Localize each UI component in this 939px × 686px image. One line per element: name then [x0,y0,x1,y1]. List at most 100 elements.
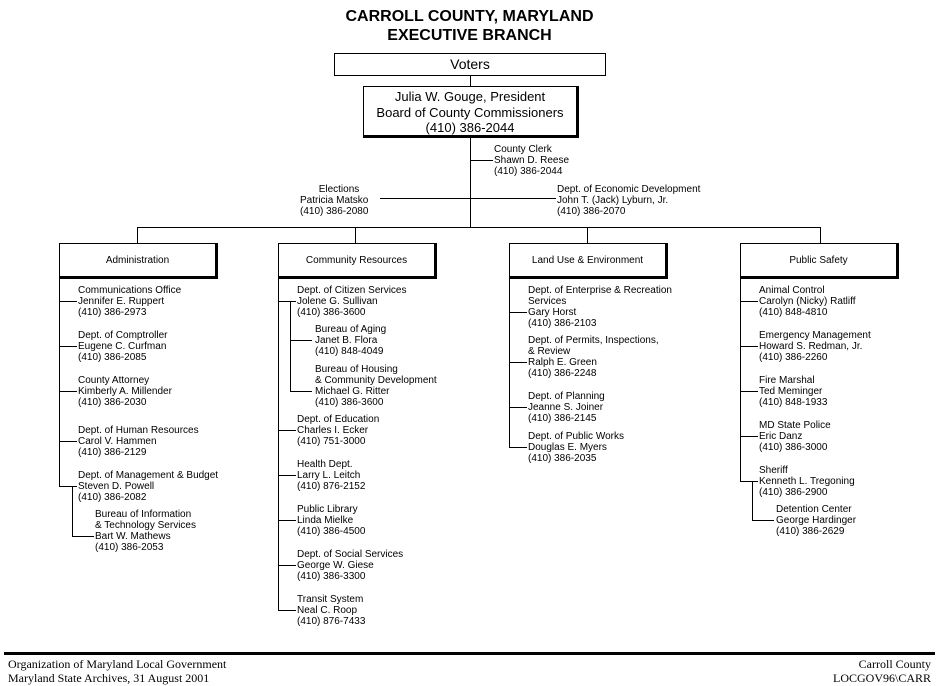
division-box-land-use: Land Use & Environment [509,243,668,279]
sub-spine [72,486,73,536]
list-item: Dept. of Public Works Douglas E. Myers (… [528,431,624,464]
connector-line [509,407,527,408]
entry-name: Neal C. Roop [297,605,358,616]
entry-title: Dept. of Permits, Inspections, [528,335,659,346]
list-item: Dept. of Social Services George W. Giese… [297,549,403,582]
connector-line [278,301,296,302]
entry-title: Elections [318,184,360,195]
entry-title: Dept. of Citizen Services [297,285,407,296]
footer-right-line1: Carroll County [858,657,931,671]
connector-line [290,340,312,341]
entry-title: Dept. of Public Works [528,431,624,442]
entry-name: Kenneth L. Tregoning [759,476,855,487]
entry-name: Gary Horst [528,307,577,318]
entry-name: George Hardinger [776,515,857,526]
connector-line [470,160,493,161]
connector-line [59,346,77,347]
entry-name: Larry L. Leitch [297,470,361,481]
list-item: Health Dept. Larry L. Leitch (410) 876-2… [297,459,365,492]
list-item: Sheriff Kenneth L. Tregoning (410) 386-2… [759,465,855,498]
connector-line [752,520,774,521]
list-item: Bureau of Housing & Community Developmen… [315,364,437,408]
division-bus-line [137,227,820,228]
entry-phone: (410) 386-2973 [78,307,147,318]
entry-name: Steven D. Powell [78,481,155,492]
column-spine [59,279,60,487]
entry-phone: (410) 386-3000 [759,442,828,453]
entry-name: Janet B. Flora [315,335,378,346]
entry-phone: (410) 848-4049 [315,346,384,357]
entry-name: Ted Meminger [759,386,823,397]
connector-line [278,610,296,611]
entry-title: Bureau of Aging [315,324,387,335]
connector-line [59,486,77,487]
entry-name: Shawn D. Reese [494,155,570,166]
commissioners-box: Julia W. Gouge, President Board of Count… [363,86,579,138]
connector-line [59,301,77,302]
list-item: Public Library Linda Mielke (410) 386-45… [297,504,365,537]
entry-name: Jolene G. Sullivan [297,296,378,307]
list-item: Dept. of Human Resources Carol V. Hammen… [78,425,199,458]
entry-phone: (410) 386-2082 [78,492,147,503]
connector-line [278,520,296,521]
sub-spine [752,481,753,520]
list-item: Emergency Management Howard S. Redman, J… [759,330,871,363]
entry-title: Dept. of Management & Budget [78,470,219,481]
connector-line [137,227,138,243]
footer-right: Carroll County LOCGOV96\CARR [833,657,931,685]
entry-name: Patricia Matsko [300,195,369,206]
entry-name: Kimberly A. Millender [78,386,172,397]
county-clerk-entry: County Clerk Shawn D. Reese (410) 386-20… [494,144,569,177]
division-label: Administration [105,255,170,266]
column-spine [509,279,510,447]
connector-line [740,436,758,437]
list-item: Dept. of Citizen Services Jolene G. Sull… [297,285,407,318]
division-box-public-safety: Public Safety [740,243,899,279]
entry-title: Health Dept. [297,459,353,470]
chart-subtitle: EXECUTIVE BRANCH [387,27,552,44]
entry-phone: (410) 386-2629 [776,526,845,537]
commissioners-board: Board of County Commissioners [376,104,564,120]
connector-line [278,475,296,476]
entry-title: Dept. of Human Resources [78,425,199,436]
entry-title: Dept. of Education [297,414,380,425]
connector-line [740,481,758,482]
voters-label: Voters [450,56,490,72]
entry-name: Jeanne S. Joiner [528,402,604,413]
entry-phone: (410) 386-2248 [528,368,597,379]
footer-left-line2: Maryland State Archives, 31 August 2001 [8,671,210,685]
entry-title: Transit System [297,594,364,605]
chart-title: CARROLL COUNTY, MARYLAND [345,8,594,25]
entry-title: Dept. of Comptroller [78,330,168,341]
list-item: MD State Police Eric Danz (410) 386-3000 [759,420,831,453]
entry-name: Jennifer E. Ruppert [78,296,165,307]
list-item: Dept. of Enterprise & Recreation Service… [528,285,672,329]
list-item: Detention Center George Hardinger (410) … [776,504,856,537]
economic-development-entry: Dept. of Economic Development John T. (J… [557,184,700,217]
entry-title: & Technology Services [95,520,196,531]
list-item: County Attorney Kimberly A. Millender (4… [78,375,172,408]
trunk-line [470,138,471,227]
connector-line [278,430,296,431]
list-item: Dept. of Education Charles I. Ecker (410… [297,414,379,447]
list-item: Transit System Neal C. Roop (410) 876-74… [297,594,365,627]
list-item: Bureau of Information & Technology Servi… [95,509,196,553]
entry-name: Michael G. Ritter [315,386,390,397]
entry-title: Emergency Management [759,330,871,341]
commissioners-president: Julia W. Gouge, President [394,89,546,104]
entry-name: Eugene C. Curfman [78,341,167,352]
entry-title: Dept. of Enterprise & Recreation [528,285,672,296]
connector-line [740,391,758,392]
connector-line [72,536,94,537]
entry-name: Ralph E. Green [528,357,597,368]
column-spine [278,279,279,611]
connector-line [820,227,821,243]
connector-line [59,441,77,442]
footer-left: Organization of Maryland Local Governmen… [8,657,226,685]
list-item: Animal Control Carolyn (Nicky) Ratliff (… [759,285,856,318]
entry-name: Charles I. Ecker [297,425,369,436]
entry-phone: (410) 386-2900 [759,487,828,498]
division-label: Community Resources [305,255,408,266]
entry-phone: (410) 876-2152 [297,481,366,492]
entry-phone: (410) 386-2145 [528,413,597,424]
